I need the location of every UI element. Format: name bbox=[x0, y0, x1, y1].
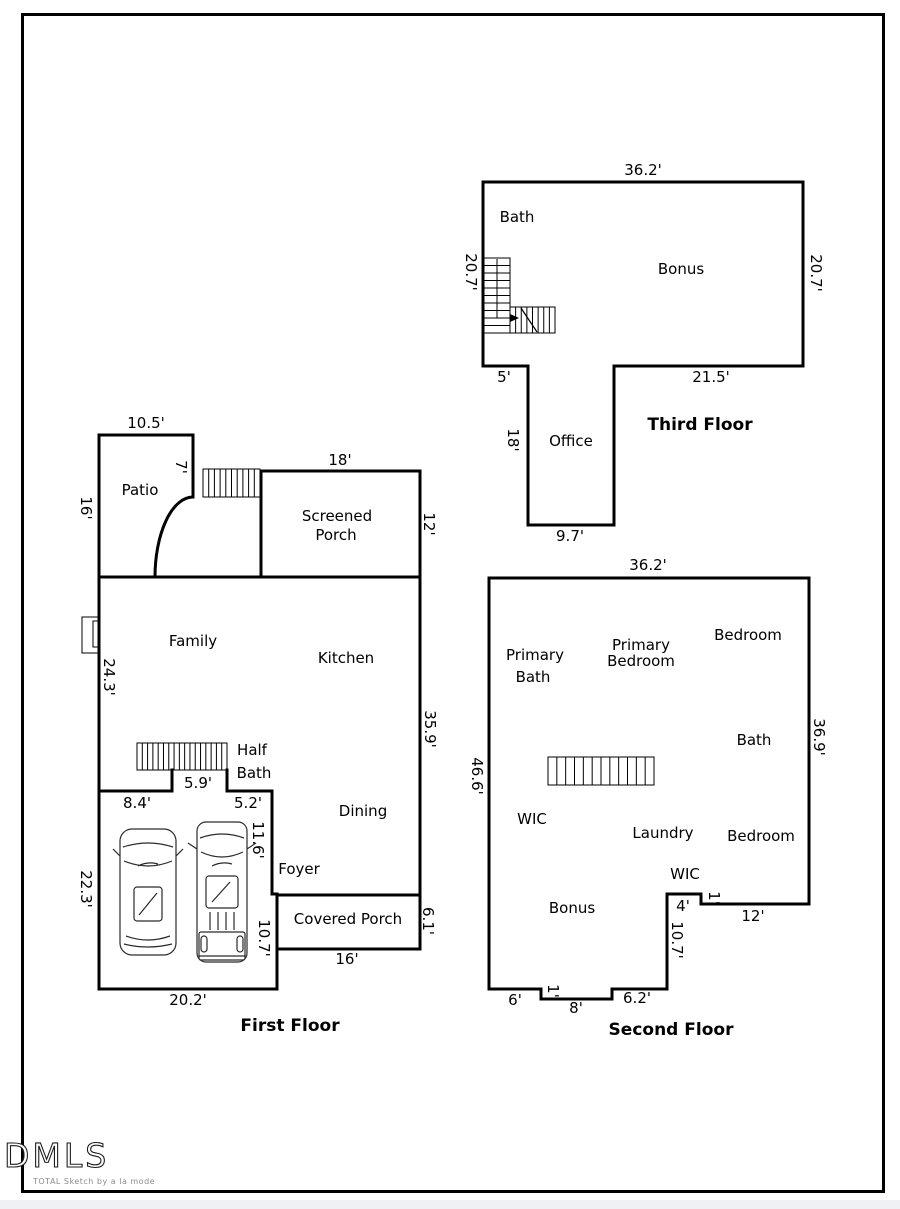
second-floor-plan bbox=[487, 576, 811, 1001]
stair-direction-arrow bbox=[496, 259, 538, 333]
third-floor-plan bbox=[481, 180, 805, 527]
pickup-truck-icon bbox=[187, 821, 257, 963]
fireplace bbox=[81, 616, 101, 654]
first-floor-plan bbox=[97, 433, 422, 991]
sketch-frame bbox=[21, 13, 885, 1193]
suv-car-icon bbox=[112, 828, 184, 956]
brand-logo: DMLS bbox=[4, 1136, 109, 1175]
bottom-strip bbox=[0, 1200, 900, 1209]
sketch-credit: TOTAL Sketch by a la mode bbox=[33, 1177, 156, 1186]
patio-door-arc bbox=[153, 495, 195, 579]
